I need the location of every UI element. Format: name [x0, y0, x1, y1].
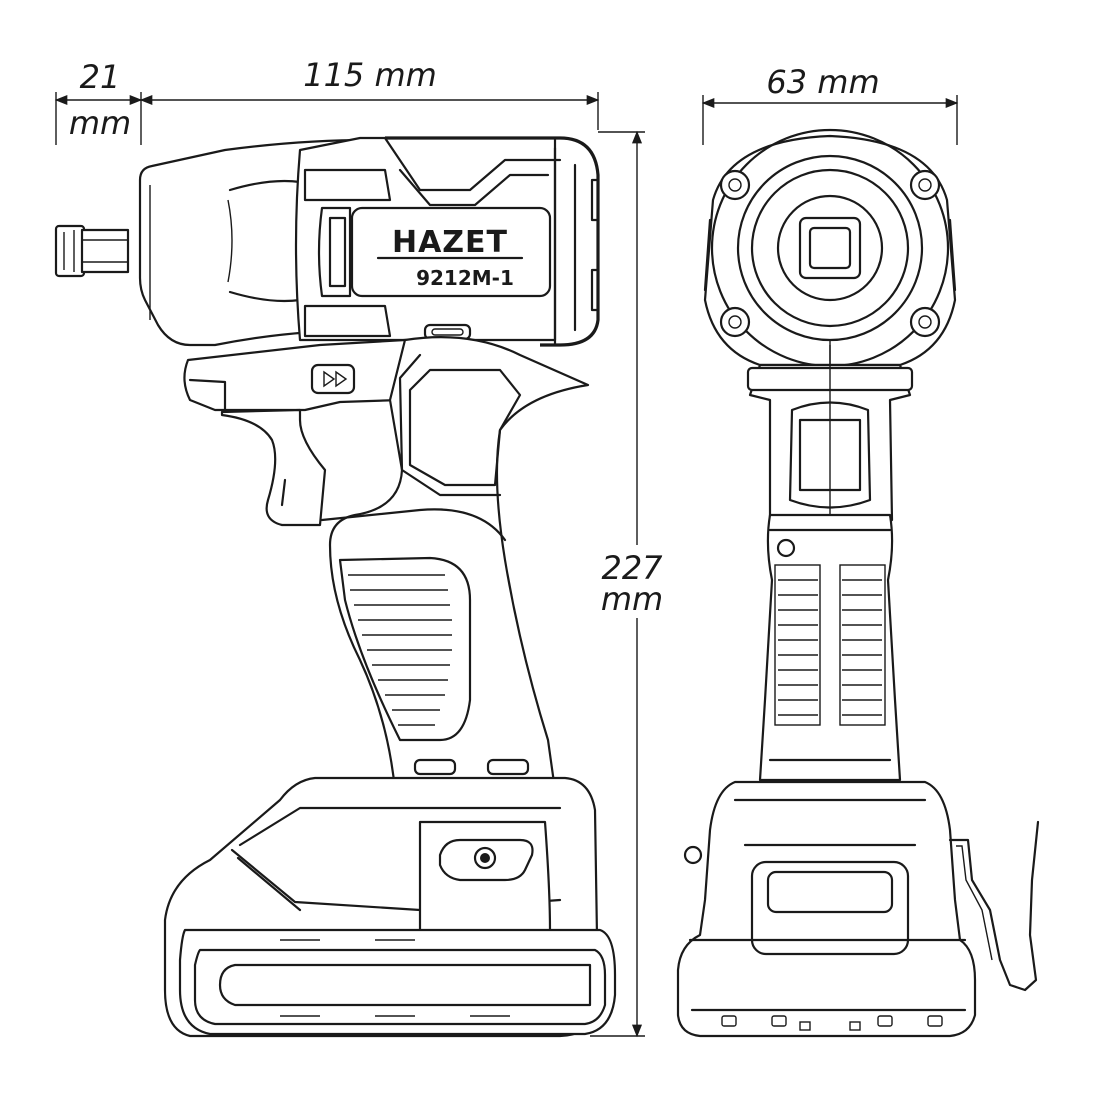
dimension-nose-length: 21 mm	[54, 58, 143, 145]
body-length-label: 115 mm	[303, 56, 437, 94]
battery-pack-side	[163, 776, 617, 1038]
model-number: 9212M-1	[416, 266, 514, 290]
head-screws	[719, 169, 941, 338]
width-label: 63 mm	[766, 63, 879, 101]
front-grip-ribs	[778, 579, 882, 716]
nose-length-unit: mm	[69, 104, 131, 142]
front-grip	[758, 513, 902, 782]
trigger	[220, 408, 327, 527]
front-head	[703, 128, 957, 368]
height-value: 227	[601, 549, 663, 587]
dimension-width: 63 mm	[701, 63, 959, 145]
battery-front-window	[750, 860, 910, 956]
front-view	[676, 128, 1040, 1038]
square-drive-anvil	[54, 224, 130, 278]
height-unit: mm	[601, 580, 663, 618]
label-plate	[350, 206, 552, 298]
handle-grip	[320, 336, 590, 792]
nose-length-value: 21	[80, 58, 121, 96]
front-body	[746, 345, 914, 1036]
grip-ribs	[348, 574, 452, 726]
square-drive-front	[798, 216, 862, 280]
battery-pack-front	[676, 780, 977, 1038]
dimension-body-length: 115 mm	[139, 56, 600, 130]
brand-logo: HAZET	[392, 225, 508, 260]
trigger-area	[183, 338, 407, 527]
belt-hook	[948, 820, 1040, 992]
grip-pad	[338, 556, 472, 742]
motor-housing: HAZET 9212M-1	[294, 136, 600, 347]
side-view: HAZET 9212M-1	[54, 136, 617, 1038]
dimension-height: 227 mm	[590, 130, 663, 1038]
